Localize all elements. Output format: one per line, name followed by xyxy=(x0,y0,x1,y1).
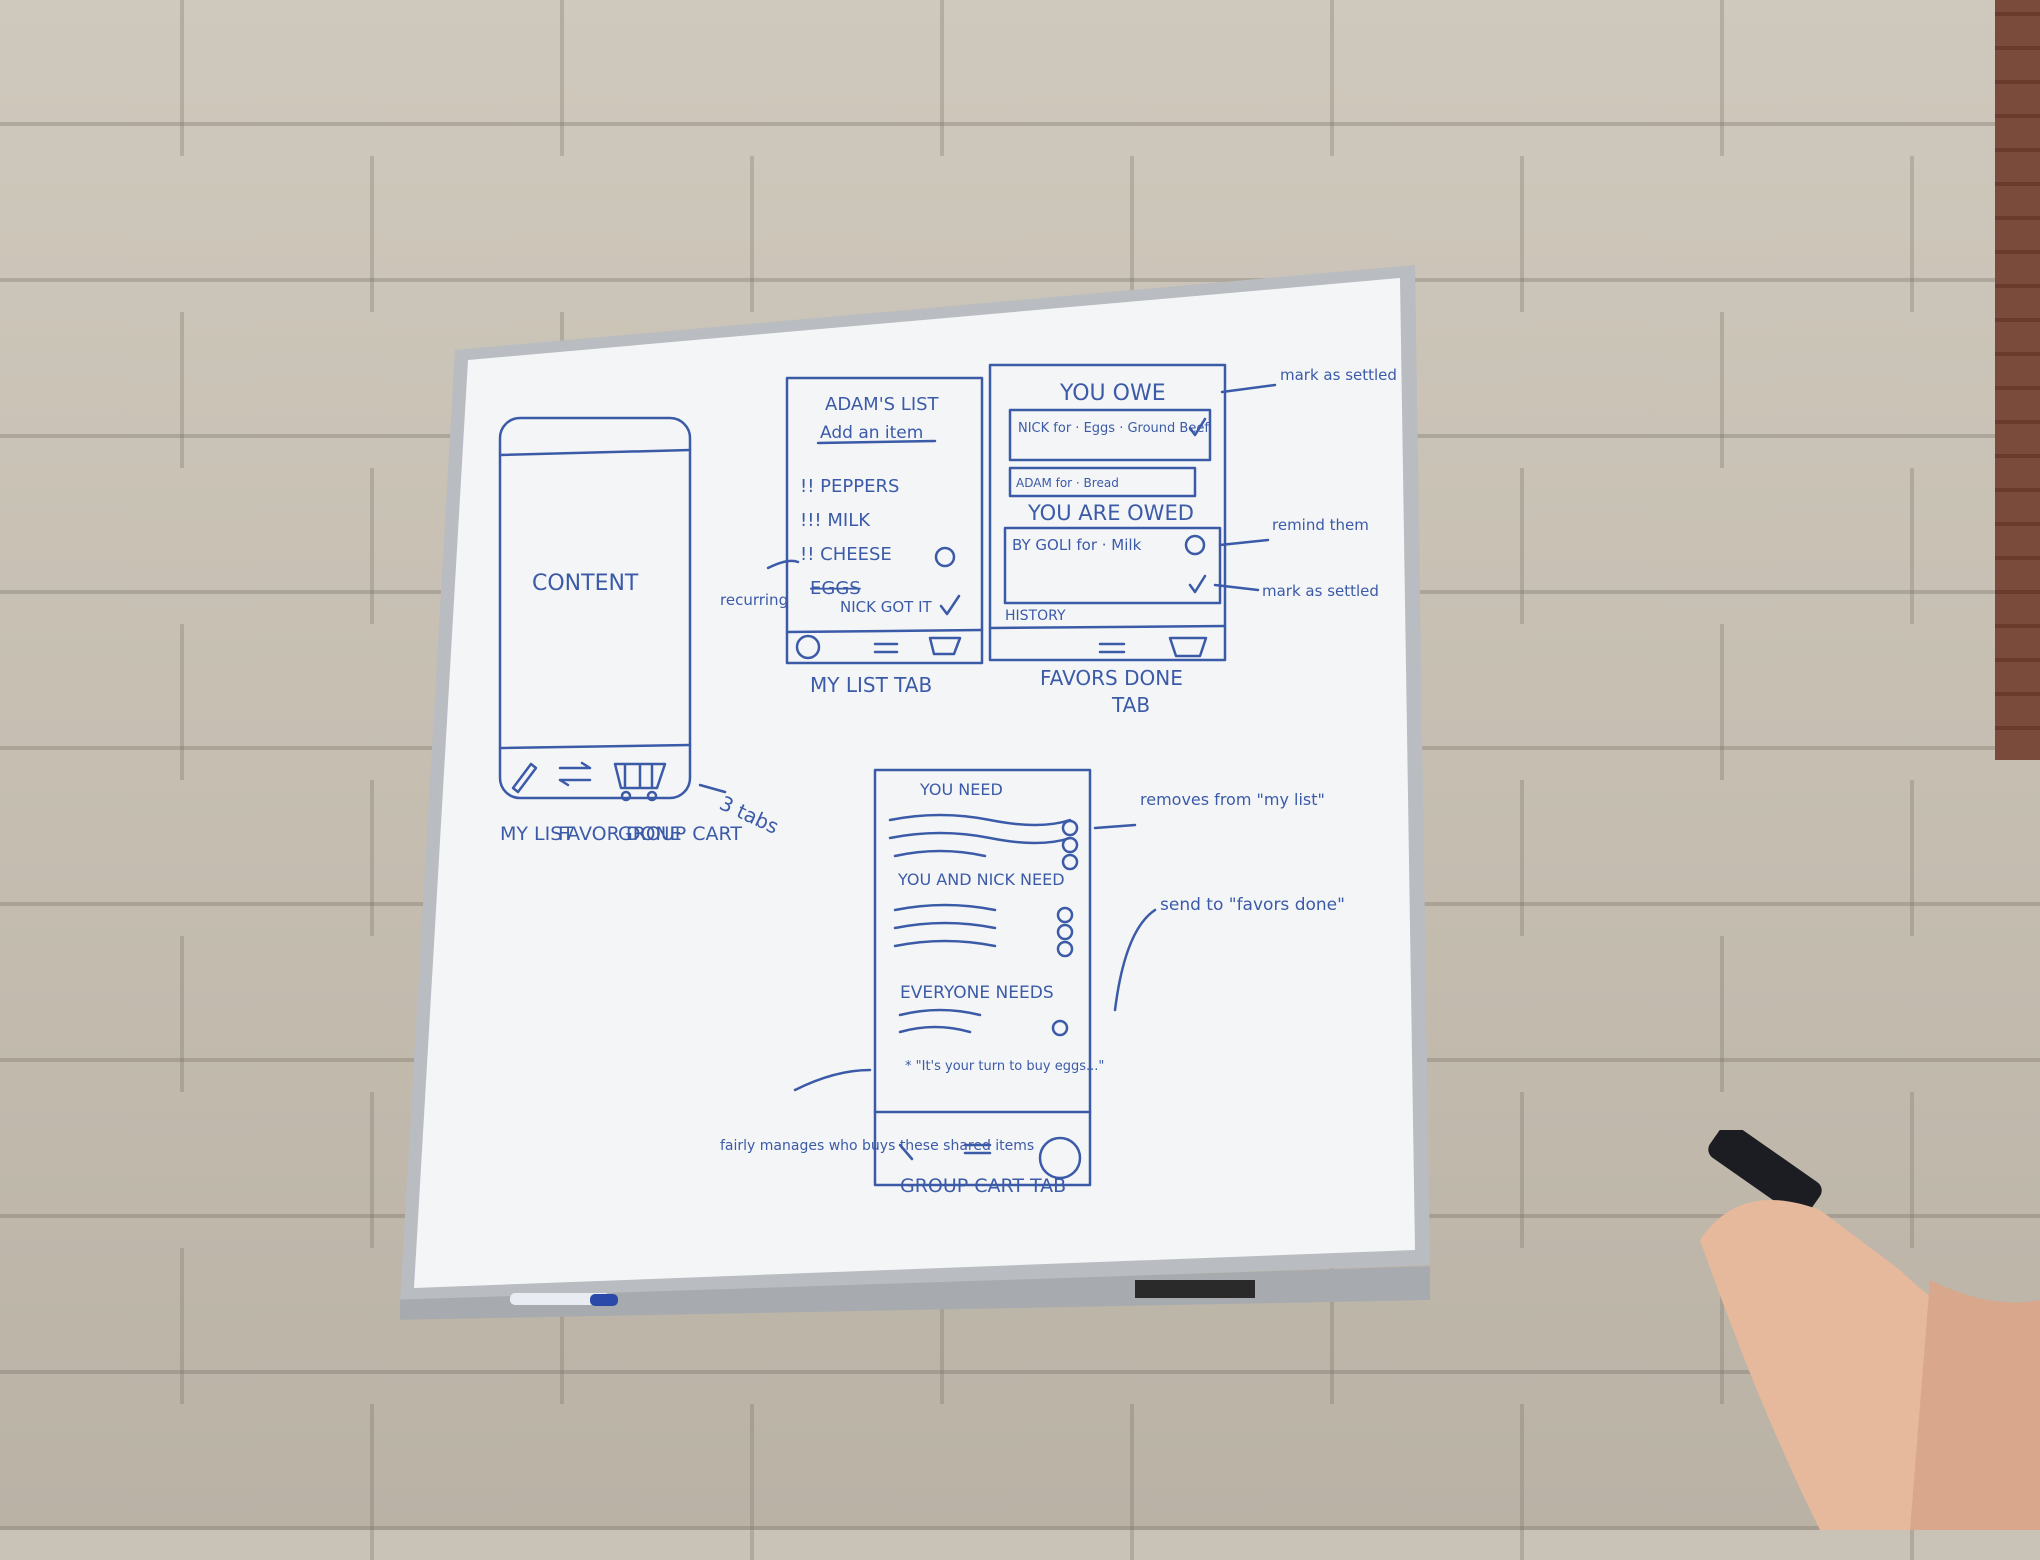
mortar-joint xyxy=(1330,1248,1334,1404)
nick-got-it-label: NICK GOT IT xyxy=(840,598,933,616)
swap-arrows-icon xyxy=(963,1143,992,1155)
mortar-joint xyxy=(180,624,184,780)
pencil-icon xyxy=(511,762,538,794)
phone-device xyxy=(1708,1130,1822,1217)
everyone-needs-heading: EVERYONE NEEDS xyxy=(900,983,1054,1003)
whiteboard-drawing: CONTENT MY LIST FAVOR DONE GROUP CART 3 … xyxy=(400,265,1430,1320)
marker-cap xyxy=(590,1294,618,1306)
content-label: CONTENT xyxy=(532,571,639,596)
favors-caption: FAVORS DONE xyxy=(1040,666,1183,690)
mortar-joint xyxy=(1720,624,1724,780)
owe-entry: ADAM for · Bread xyxy=(1016,476,1119,490)
tab-label-favor-done: FAVOR DONE xyxy=(558,823,682,845)
mortar-joint xyxy=(1910,780,1914,936)
pencil-icon xyxy=(898,1143,914,1161)
my-list-tab-sketch: ADAM'S LIST Add an item !! PEPPERS !!! M… xyxy=(720,376,984,697)
removes-note: removes from "my list" xyxy=(1140,790,1325,809)
brick-wall-edge xyxy=(1995,0,2040,760)
marker xyxy=(510,1293,610,1305)
tab-label-my-list: MY LIST xyxy=(500,823,574,845)
my-list-title: ADAM'S LIST xyxy=(825,394,940,415)
recurring-icon xyxy=(934,546,956,568)
check-icon xyxy=(1188,417,1207,437)
my-list-caption: MY LIST TAB xyxy=(810,673,932,697)
cart-icon xyxy=(928,636,962,656)
mortar-joint xyxy=(180,1248,184,1404)
mortar-joint xyxy=(180,936,184,1092)
you-and-nick-heading: YOU AND NICK NEED xyxy=(897,870,1065,889)
you-are-owed-heading: YOU ARE OWED xyxy=(1027,501,1194,525)
send-note: send to "favors done" xyxy=(1160,895,1345,915)
mortar-joint xyxy=(1520,1404,1524,1560)
scribble-lines xyxy=(888,813,1072,858)
tab-label-group-cart: GROUP CART xyxy=(618,823,742,845)
mortar-joint xyxy=(1130,156,1134,312)
mortar-joint xyxy=(940,1248,944,1404)
mortar-joint xyxy=(750,156,754,312)
mortar-joint xyxy=(180,0,184,156)
check-icon xyxy=(1188,574,1207,594)
mortar-joint xyxy=(560,1248,564,1404)
history-label: HISTORY xyxy=(1005,608,1066,624)
remind-note: remind them xyxy=(1272,516,1369,534)
mortar-joint xyxy=(1520,156,1524,312)
owe-entry: NICK for · Eggs · Ground Beef xyxy=(1018,421,1209,436)
remind-icon xyxy=(1184,534,1206,556)
mortar-joint xyxy=(1720,1248,1724,1404)
whiteboard: CONTENT MY LIST FAVOR DONE GROUP CART 3 … xyxy=(400,260,1430,1320)
list-item: !!! MILK xyxy=(800,510,871,531)
group-cart-tab-sketch: YOU NEED YOU AND NICK NEED EVERYONE NEED… xyxy=(720,768,1345,1197)
person-hand-with-phone xyxy=(1700,1130,2040,1530)
add-item-link: Add an item xyxy=(820,423,923,443)
mortar-joint xyxy=(560,0,564,156)
board-surface xyxy=(414,278,1415,1288)
mark-settled-note: mark as settled xyxy=(1280,366,1397,384)
cart-icon xyxy=(613,762,667,790)
turn-note: * "It's your turn to buy eggs..." xyxy=(905,1059,1104,1074)
check-icon xyxy=(939,594,961,616)
mortar-joint xyxy=(1720,0,1724,156)
list-item-struck: EGGS xyxy=(810,578,861,599)
mark-settled-note-2: mark as settled xyxy=(1262,582,1379,600)
mortar-joint xyxy=(1910,1092,1914,1248)
group-cart-caption: GROUP CART TAB xyxy=(900,1175,1066,1197)
eraser xyxy=(1135,1280,1255,1298)
favors-done-tab-sketch: YOU OWE NICK for · Eggs · Ground Beef AD… xyxy=(988,363,1397,717)
mortar-joint xyxy=(1130,1404,1134,1560)
recurring-note: recurring xyxy=(720,591,788,609)
mortar-joint xyxy=(1330,0,1334,156)
mortar-joint xyxy=(1720,936,1724,1092)
swap-arrows-icon xyxy=(873,642,899,654)
mortar-joint xyxy=(370,1404,374,1560)
mortar-joint xyxy=(370,156,374,312)
you-need-heading: YOU NEED xyxy=(919,780,1003,799)
owed-entry: BY GOLI for · Milk xyxy=(1012,536,1142,554)
mortar-joint xyxy=(370,468,374,624)
mortar-joint xyxy=(1520,468,1524,624)
mortar-joint xyxy=(1720,312,1724,468)
marker-tray xyxy=(400,1266,1430,1320)
swap-arrows-icon xyxy=(1098,642,1126,654)
fairly-note: fairly manages who buys these shared ite… xyxy=(720,1138,1034,1154)
you-owe-heading: YOU OWE xyxy=(1059,381,1166,406)
cart-icon xyxy=(1038,1136,1082,1180)
favors-caption-tab: TAB xyxy=(1111,693,1150,717)
phone-wireframe: CONTENT MY LIST FAVOR DONE GROUP CART 3 … xyxy=(498,416,782,845)
list-item: !! PEPPERS xyxy=(800,476,899,497)
mortar-joint xyxy=(1910,156,1914,312)
mortar-joint xyxy=(1910,468,1914,624)
pencil-icon xyxy=(795,634,821,660)
mortar-joint xyxy=(180,312,184,468)
mortar-joint xyxy=(1520,780,1524,936)
mortar-joint xyxy=(370,1092,374,1248)
mortar-joint xyxy=(750,1404,754,1560)
cart-icon xyxy=(1168,636,1208,658)
mortar-joint xyxy=(370,780,374,936)
swap-arrows-icon xyxy=(558,761,592,787)
mortar-joint xyxy=(940,0,944,156)
mortar-joint xyxy=(1520,1092,1524,1248)
list-item: !! CHEESE xyxy=(800,544,892,565)
